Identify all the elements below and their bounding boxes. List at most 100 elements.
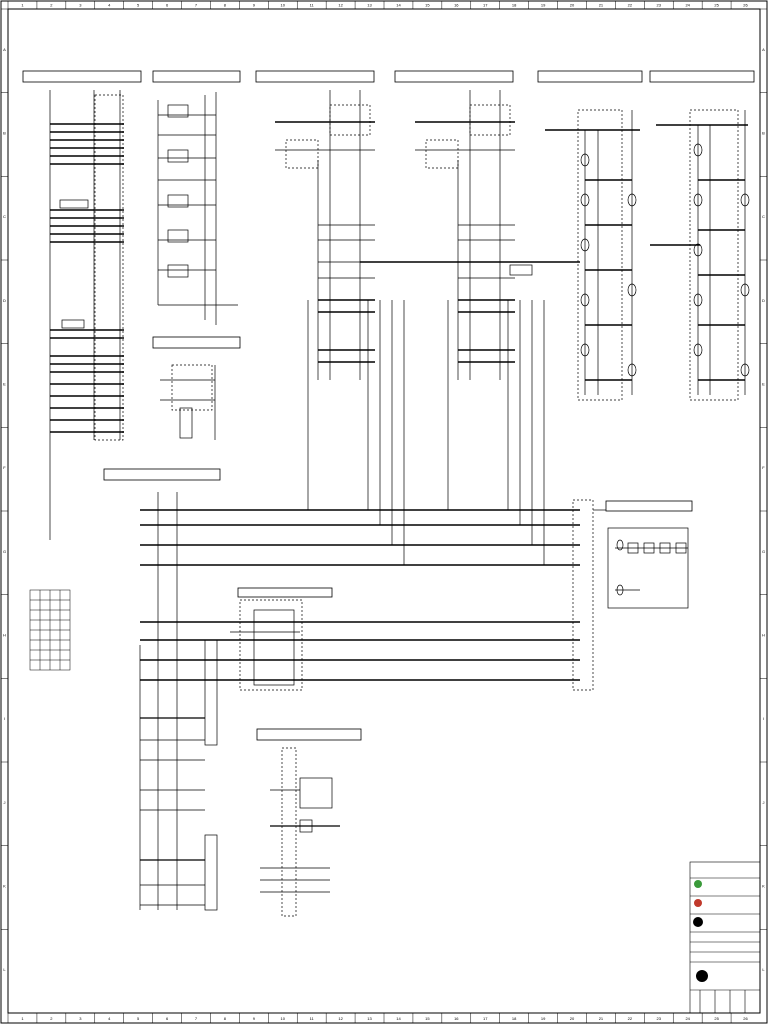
column-label: 23 [657, 1016, 662, 1021]
panel-1-circuit [49, 90, 124, 540]
panel-header-10 [605, 500, 693, 512]
column-label: 5 [137, 1016, 140, 1021]
column-label: 24 [685, 1016, 690, 1021]
column-label: 13 [367, 1016, 372, 1021]
column-label: 2 [50, 1016, 53, 1021]
column-label: 21 [599, 1016, 604, 1021]
column-label: 23 [657, 3, 662, 8]
column-label: 7 [195, 1016, 198, 1021]
row-label: J [763, 800, 765, 805]
column-label: 10 [281, 3, 286, 8]
panel-header-5 [537, 70, 643, 83]
panel-header-9 [237, 587, 333, 598]
row-label: C [3, 214, 6, 219]
project-logo-icon [694, 899, 702, 907]
row-label: H [3, 633, 6, 638]
owner-logo-icon [693, 917, 703, 927]
column-label: 26 [743, 3, 748, 8]
row-label: A [3, 47, 6, 52]
row-label: L [3, 967, 6, 972]
row-label: D [762, 298, 765, 303]
column-label: 10 [281, 1016, 286, 1021]
panel-4-circuit [415, 90, 533, 380]
panel-header-6 [649, 70, 755, 83]
panel-2-circuit [157, 92, 238, 325]
row-label: F [3, 465, 6, 470]
row-label: F [762, 465, 765, 470]
column-label: 2 [50, 3, 53, 8]
panel-header-4 [394, 70, 514, 83]
row-label: H [762, 633, 765, 638]
legend-table [29, 589, 71, 671]
column-label: 9 [253, 3, 256, 8]
title-block-logos [693, 880, 708, 982]
panel-header-11 [256, 728, 362, 741]
column-label: 25 [714, 3, 719, 8]
panel-header-8 [103, 468, 221, 481]
column-label: 19 [541, 1016, 546, 1021]
column-label: 7 [195, 3, 198, 8]
panel-header-1 [22, 70, 142, 83]
column-label: 6 [166, 3, 169, 8]
column-label: 14 [396, 3, 401, 8]
column-label: 3 [79, 3, 82, 8]
panel-9-circuit [230, 599, 303, 691]
column-label: 6 [166, 1016, 169, 1021]
column-label: 12 [338, 3, 343, 8]
panel-7-circuit [160, 364, 216, 440]
column-label: 12 [338, 1016, 343, 1021]
column-label: 11 [310, 3, 315, 8]
column-label: 17 [483, 1016, 488, 1021]
row-label: L [762, 967, 765, 972]
row-label: A [762, 47, 765, 52]
column-label: 18 [512, 3, 517, 8]
panel-header-3 [255, 70, 375, 83]
row-label: I [4, 716, 5, 721]
panel-headers [22, 70, 755, 741]
row-label: K [3, 884, 6, 889]
column-label: 18 [512, 1016, 517, 1021]
row-label: E [762, 382, 765, 387]
contractor-logo-icon [696, 970, 708, 982]
column-label: 15 [425, 3, 430, 8]
column-label: 14 [396, 1016, 401, 1021]
row-label: D [3, 298, 6, 303]
row-label: G [3, 549, 6, 554]
column-label: 22 [628, 3, 633, 8]
column-label: 20 [570, 3, 575, 8]
column-label: 16 [454, 1016, 459, 1021]
panel-11-circuit [260, 747, 340, 917]
column-label: 21 [599, 3, 604, 8]
panel-10-circuit [607, 527, 689, 609]
row-label: J [4, 800, 6, 805]
panel-6-circuit [650, 109, 750, 401]
column-label: 1 [21, 3, 24, 8]
column-label: 4 [108, 1016, 111, 1021]
bus-terminal-box [572, 499, 606, 691]
column-label: 1 [21, 1016, 24, 1021]
column-label: 17 [483, 3, 488, 8]
row-label: I [763, 716, 764, 721]
column-label: 19 [541, 3, 546, 8]
column-label: 24 [685, 3, 690, 8]
column-label: 9 [253, 1016, 256, 1021]
column-label: 11 [310, 1016, 315, 1021]
column-label: 4 [108, 3, 111, 8]
column-label: 8 [224, 1016, 227, 1021]
column-label: 3 [79, 1016, 82, 1021]
column-label: 26 [743, 1016, 748, 1021]
column-label: 16 [454, 3, 459, 8]
row-label: G [762, 549, 765, 554]
panel-header-7 [152, 336, 241, 349]
company-logo-icon [694, 880, 702, 888]
column-label: 15 [425, 1016, 430, 1021]
row-label: B [3, 131, 6, 136]
column-label: 8 [224, 3, 227, 8]
column-label: 5 [137, 3, 140, 8]
row-label: K [762, 884, 765, 889]
panel-3-circuit [275, 90, 375, 380]
panel-3-4-feeders [307, 261, 580, 565]
